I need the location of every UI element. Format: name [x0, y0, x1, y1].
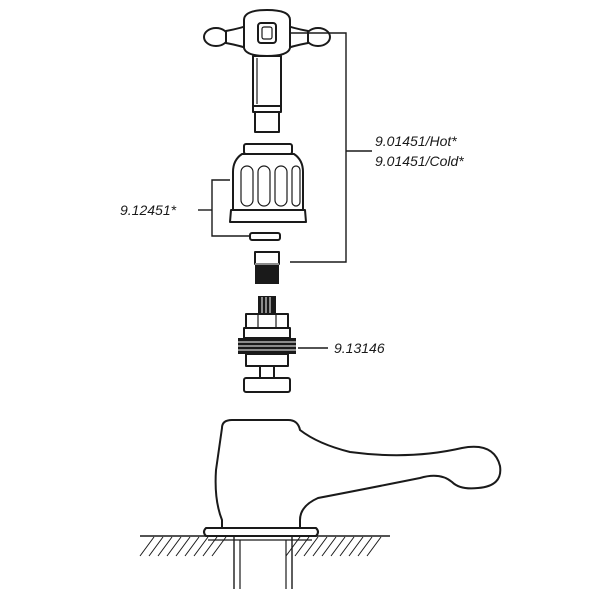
hatch-mark: [148, 536, 164, 557]
label-handle-cold: 9.01451/Cold*: [375, 153, 464, 169]
hatch-mark: [202, 536, 218, 557]
label-headwork: 9.13146: [334, 340, 385, 356]
hatch-mark: [357, 536, 373, 557]
label-handle-hot: 9.01451/Hot*: [375, 133, 457, 149]
hatch-mark: [139, 536, 155, 557]
hatch-mark: [175, 536, 191, 557]
leader-handle: [290, 32, 372, 263]
hatch-mark: [184, 536, 200, 557]
hatch-mark: [211, 536, 227, 557]
sink-surface: [139, 535, 390, 589]
hatch-mark: [321, 536, 337, 557]
hatch-mark: [285, 536, 301, 557]
headwork-valve: [238, 296, 296, 393]
hatch-mark: [339, 536, 355, 557]
hatch-mark: [294, 536, 310, 557]
hatch-mark: [366, 536, 382, 557]
leader-shroud: [198, 179, 250, 237]
hatch-mark: [330, 536, 346, 557]
adapter: [254, 251, 280, 284]
hatch-mark: [348, 536, 364, 557]
label-shroud: 9.12451*: [120, 202, 177, 218]
tap-body: [203, 419, 502, 541]
hatch-mark: [193, 536, 209, 557]
hatch-mark: [157, 536, 173, 557]
hatch-mark: [166, 536, 182, 557]
hatch-mark: [312, 536, 328, 557]
washer: [249, 232, 281, 241]
hatch-mark: [303, 536, 319, 557]
cross-handle: [203, 9, 331, 133]
shroud-part: [229, 143, 307, 223]
